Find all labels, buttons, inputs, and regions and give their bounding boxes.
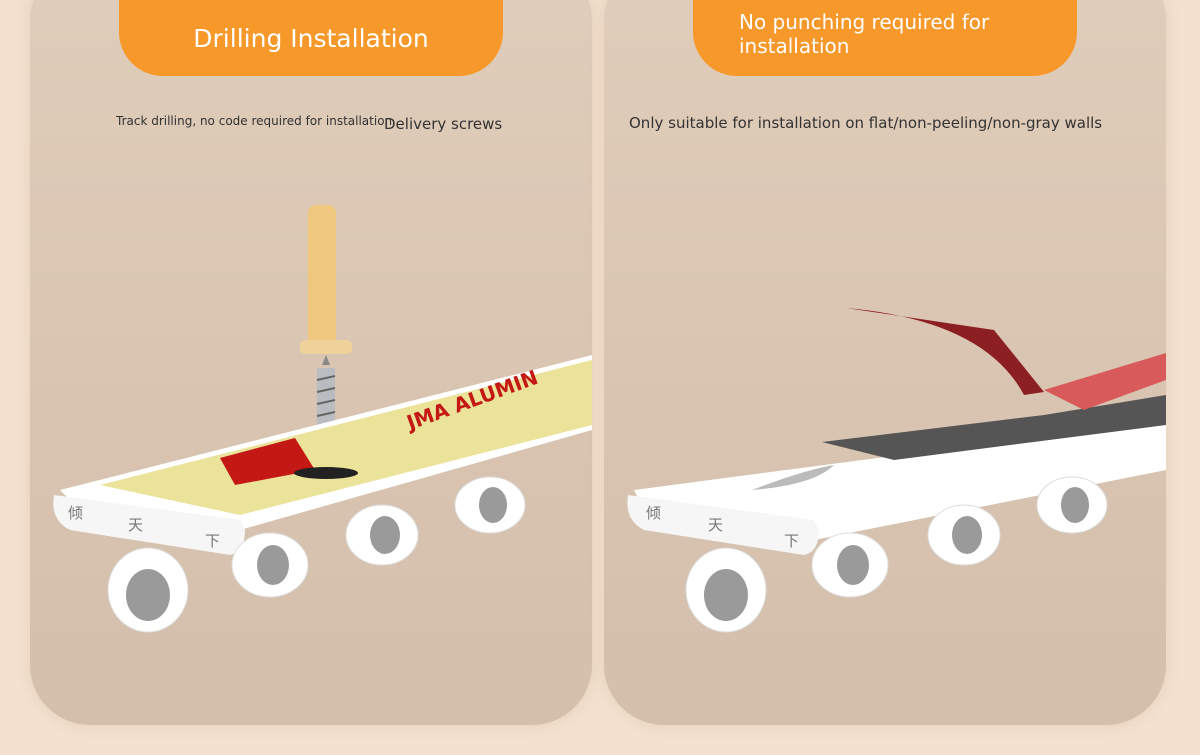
delivery-screws-caption: Delivery screws <box>384 115 503 133</box>
end-char: 下 <box>205 532 220 550</box>
drilling-caption: Track drilling, no code required for ins… <box>116 114 393 128</box>
wall-plug-icon <box>300 205 352 354</box>
end-char: 天 <box>708 516 723 534</box>
end-char: 倾 <box>646 504 661 522</box>
drilling-track-illustration: JMA ALUMIN 倾 天 下 <box>53 205 592 633</box>
end-char: 倾 <box>68 504 83 522</box>
end-char: 下 <box>784 532 799 550</box>
logo-mark <box>220 438 315 485</box>
drilling-title-tab: Drilling Installation <box>119 0 503 76</box>
adhesive-title: No punching required for installation <box>739 10 990 58</box>
drilling-title: Drilling Installation <box>193 23 429 53</box>
end-char: 天 <box>128 516 143 534</box>
adhesive-tape-peel <box>846 308 1044 395</box>
adhesive-track-illustration: 倾 天 下 <box>627 308 1166 633</box>
tape-backing <box>822 395 1166 460</box>
runner-hooks <box>107 476 526 633</box>
adhesive-title-tab: No punching required for installation <box>693 0 1077 76</box>
adhesive-caption: Only suitable for installation on flat/n… <box>629 114 1103 132</box>
